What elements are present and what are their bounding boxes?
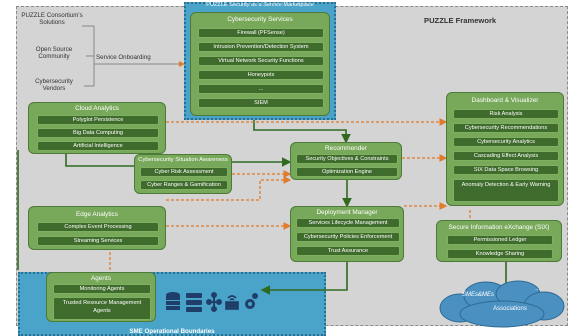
framework-title: PUZZLE Framework xyxy=(424,16,497,25)
firewall-service: Firewall (PFSense) xyxy=(198,28,324,38)
edge-analytics-title: Edge Analytics xyxy=(76,211,118,218)
open-source-community: Open Source Community xyxy=(35,46,73,61)
agents-panel: Agents Monitoring Agents Trusted Resourc… xyxy=(46,272,156,322)
agents-title: Agents xyxy=(91,275,111,282)
gear-icon xyxy=(245,293,258,309)
honeypots-service: Honeypots xyxy=(198,70,324,80)
six-panel: Secure Information eXchange (SIX) Permis… xyxy=(436,220,562,262)
server-icon xyxy=(186,293,202,312)
smes-label: SMEs&MEs xyxy=(461,292,494,298)
recommender-title: Recommender xyxy=(325,145,367,152)
cybersecurity-services-panel: Cybersecurity Services Firewall (PFSense… xyxy=(190,12,330,116)
complex-event-processing: Complex Event Processing xyxy=(37,222,159,232)
cyber-ranges-gamification: Cyber Ranges & Gamification xyxy=(140,180,228,190)
cloud-analytics-title: Cloud Analytics xyxy=(75,105,119,112)
edge-analytics-panel: Edge Analytics Complex Event Processing … xyxy=(28,206,166,250)
monitoring-agents: Monitoring Agents xyxy=(53,284,151,294)
consortium-solutions: PUZZLE Consortium's Solutions xyxy=(21,12,83,27)
cybersecurity-services-title: Cybersecurity Services xyxy=(227,16,293,23)
cybersecurity-recommendations: Cybersecurity Recommendations xyxy=(453,123,559,133)
security-objectives: Security Objectives & Constraints xyxy=(296,154,398,164)
policies-enforcement: Cybersecurity Policies Enforcement xyxy=(296,232,400,242)
dashboard-title: Dashboard & Visualizer xyxy=(471,97,539,104)
dashboard-panel: Dashboard & Visualizer Risk Analysis Cyb… xyxy=(446,92,564,206)
sme-cloud xyxy=(439,280,565,328)
sme-boundaries-label: SME Operational Boundaries xyxy=(129,328,215,335)
trust-assurance: Trust Assurance xyxy=(296,246,400,256)
marketplace-title: PUZZLE Security as a Service Marketplace xyxy=(206,2,314,8)
artificial-intelligence: Artificial Intelligence xyxy=(37,141,159,151)
six-title: Secure Information eXchange (SIX) xyxy=(448,224,550,231)
polyglot-persistence: Polyglot Persistence xyxy=(37,115,159,125)
anomaly-detection: Anomaly Detection & Early Warning xyxy=(453,179,559,202)
trusted-resource-agents: Trusted Resource Management Agents xyxy=(53,297,151,320)
infrastructure-icons xyxy=(166,292,258,312)
permissioned-ledger: Permissioned Ledger xyxy=(447,235,553,245)
associations-label: Associations xyxy=(493,306,527,312)
more-services: ... xyxy=(198,84,324,94)
ids-service: Intrusion Prevention/Detection System xyxy=(198,42,324,52)
situation-awareness-title: Cybersecurity Situation Awareness xyxy=(138,157,228,163)
cyber-risk-assessment: Cyber Risk Assessment xyxy=(140,167,228,177)
streaming-services: Streaming Services xyxy=(37,236,159,246)
cybersecurity-analytics: Cybersecurity Analytics xyxy=(453,137,559,147)
deployment-manager-panel: Deployment Manager Services Lifecycle Ma… xyxy=(290,206,404,262)
recommender-panel: Recommender Security Objectives & Constr… xyxy=(290,142,402,180)
wifi-router-icon xyxy=(225,295,239,310)
siem-service: SIEM xyxy=(198,98,324,108)
six-data-space-browsing: SIX Data Space Browsing xyxy=(453,165,559,175)
vnf-service: Virtual Network Security Functions xyxy=(198,56,324,66)
database-icon xyxy=(166,292,180,310)
cloud-ellipsis: ... xyxy=(535,286,541,292)
network-icon xyxy=(206,292,222,312)
big-data-computing: Big Data Computing xyxy=(37,128,159,138)
situation-awareness-panel: Cybersecurity Situation Awareness Cyber … xyxy=(134,154,232,194)
risk-analysis: Risk Analysis xyxy=(453,109,559,119)
deployment-manager-title: Deployment Manager xyxy=(316,209,378,216)
services-lifecycle: Services Lifecycle Management xyxy=(296,218,400,228)
optimization-engine: Optimization Engine xyxy=(296,167,398,177)
cascading-effect-analysis: Cascading Effect Analysis xyxy=(453,151,559,161)
onboarding-lines xyxy=(82,25,95,87)
cybersecurity-vendors: Cybersecurity Vendors xyxy=(35,78,73,93)
service-onboarding-label: Service Onboarding xyxy=(96,54,151,61)
knowledge-sharing: Knowledge Sharing xyxy=(447,249,553,259)
cloud-analytics-panel: Cloud Analytics Polyglot Persistence Big… xyxy=(28,102,166,154)
